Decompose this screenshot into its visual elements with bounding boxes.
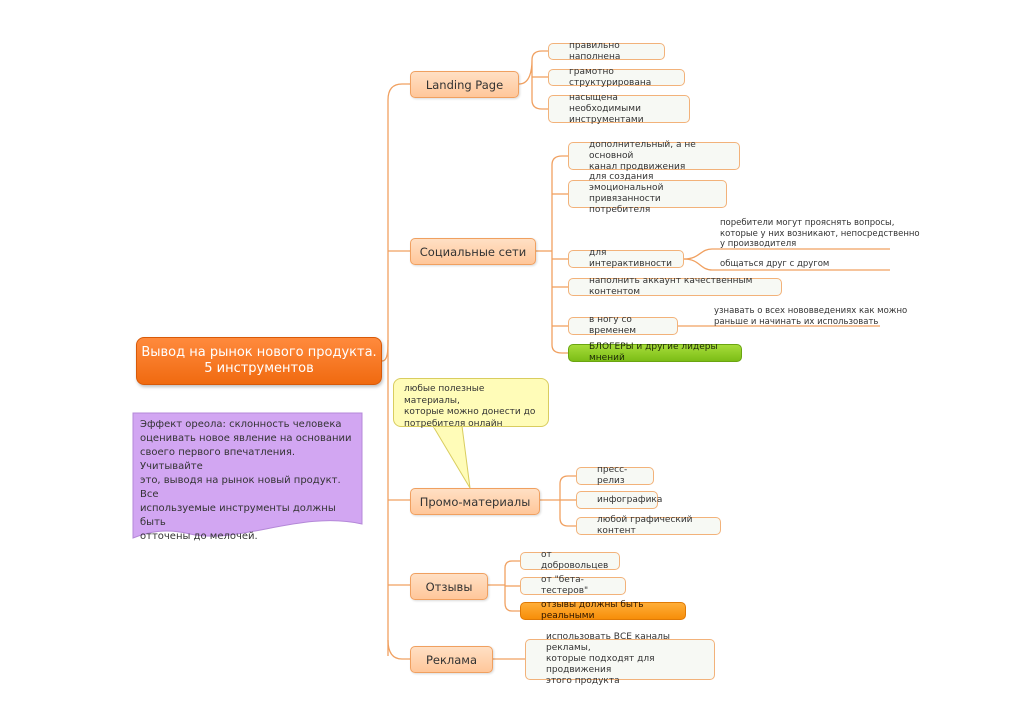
social-item-keep-up[interactable]: в ногу со временем	[568, 315, 678, 336]
reviews-item-real[interactable]: отзывы должны быть реальными	[520, 600, 686, 621]
root-node[interactable]: Вывод на рынок нового продукта. 5 инстру…	[136, 337, 382, 385]
landing-item-structured[interactable]: грамотно структурирована	[548, 67, 685, 88]
branch-landing-page[interactable]: Landing Page	[410, 71, 519, 98]
branch-social-networks[interactable]: Социальные сети	[410, 238, 536, 265]
promo-callout: любые полезные материалы, которые можно …	[393, 378, 549, 429]
social-item-emotional[interactable]: для создания эмоциональной привязанности…	[568, 172, 727, 215]
landing-item-tools[interactable]: насыщена необходимыми инструментами	[548, 93, 690, 125]
halo-note-shape	[132, 412, 363, 539]
reviews-item-beta-testers[interactable]: от "бета-тестеров"	[520, 575, 626, 596]
social-note-questions: поребители могут прояснять вопросы, кото…	[720, 218, 920, 249]
branch-advertising[interactable]: Реклама	[410, 646, 493, 673]
reviews-item-volunteers[interactable]: от добровольцев	[520, 550, 620, 571]
promo-item-press-release[interactable]: пресс-релиз	[576, 465, 654, 486]
social-item-interactivity[interactable]: для интерактивности	[568, 248, 684, 269]
social-item-additional-channel[interactable]: дополнительный, а не основной канал прод…	[568, 140, 740, 172]
ads-item-all-channels[interactable]: использовать ВСЕ каналы рекламы, которые…	[525, 632, 715, 686]
social-note-communicate: общаться друг с другом	[720, 259, 830, 269]
halo-effect-note: Эффект ореола: склонность человека оцени…	[140, 419, 352, 542]
branch-promo-materials[interactable]: Промо-материалы	[410, 488, 540, 515]
promo-item-infographics[interactable]: инфографика	[576, 491, 662, 509]
promo-item-graphic-content[interactable]: любой графический контент	[576, 515, 721, 536]
social-item-bloggers[interactable]: БЛОГЕРЫ и другие лидеры мнений	[568, 342, 742, 363]
social-note-news: узнавать о всех нововведениях как можно …	[714, 306, 908, 327]
social-item-content[interactable]: наполнить аккаунт качественным контентом	[568, 276, 782, 297]
branch-reviews[interactable]: Отзывы	[410, 573, 488, 600]
landing-item-filled[interactable]: правильно наполнена	[548, 41, 665, 62]
